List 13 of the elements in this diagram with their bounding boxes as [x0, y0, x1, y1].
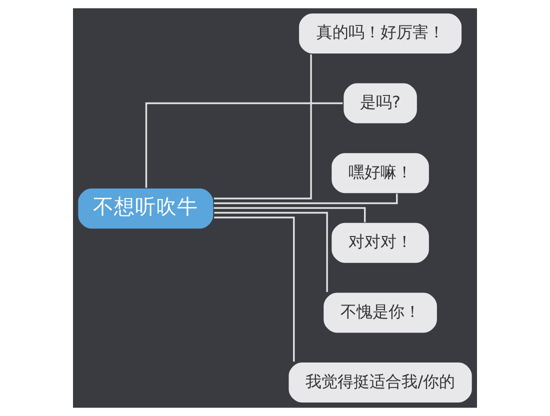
node-box: 真的吗！好厉害！: [298, 12, 463, 55]
connector: [214, 54, 312, 200]
connector: [214, 207, 366, 222]
node-box: 我觉得挺适合我/你的: [288, 361, 473, 404]
connector: [145, 102, 343, 188]
node-box: 嘿好嘛！: [330, 152, 430, 194]
connector: [214, 194, 398, 204]
node-box: 不想听吹牛: [77, 187, 214, 230]
node-box: 对对对！: [330, 222, 430, 264]
connector: [214, 212, 328, 292]
node-box: 是吗?: [342, 82, 418, 124]
connector: [214, 216, 295, 362]
node-box: 不愧是你！: [322, 292, 438, 334]
